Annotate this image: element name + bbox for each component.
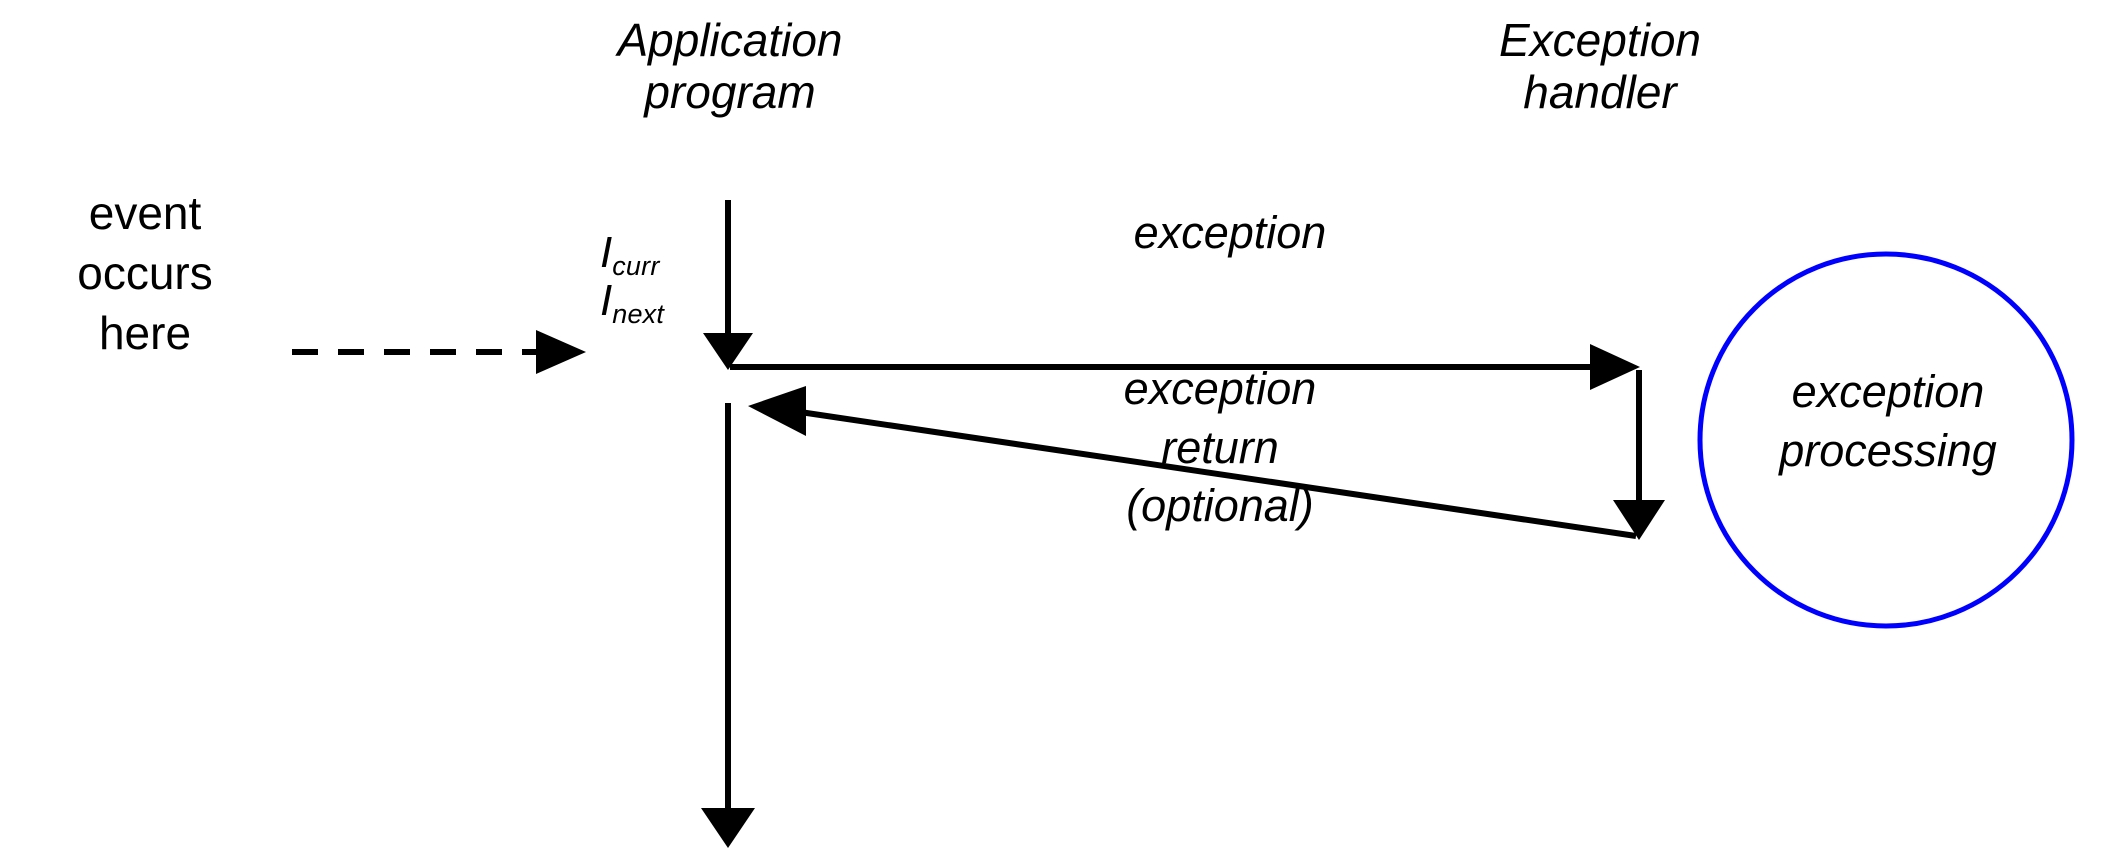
header-application-program: Application program [617, 14, 843, 119]
exception-transfer-arrow [730, 344, 1640, 390]
instruction-label-i-curr: Icurr [600, 228, 660, 281]
i-curr-subscript: curr [612, 251, 660, 281]
exception-processing-circle [1697, 251, 2075, 629]
instruction-label-i-next: Inext [600, 276, 665, 329]
i-curr-base: I [600, 228, 613, 277]
header-exception-handler: Exception handler [1498, 14, 1701, 119]
exception-processing-label: exception processing [1779, 366, 1997, 477]
i-next-subscript: next [612, 299, 665, 329]
edge-label-exception-return: exception return (optional) [1123, 363, 1317, 531]
edge-label-exception: exception [1133, 207, 1327, 258]
handler-processing-arrow [1613, 370, 1665, 540]
event-dashed-arrow [292, 330, 586, 374]
application-timeline-top [703, 200, 753, 370]
exception-return-arrow [748, 386, 1637, 539]
application-timeline-bottom [701, 403, 755, 848]
event-occurs-here-caption: event occurs here [77, 187, 213, 359]
i-next-base: I [600, 276, 613, 325]
